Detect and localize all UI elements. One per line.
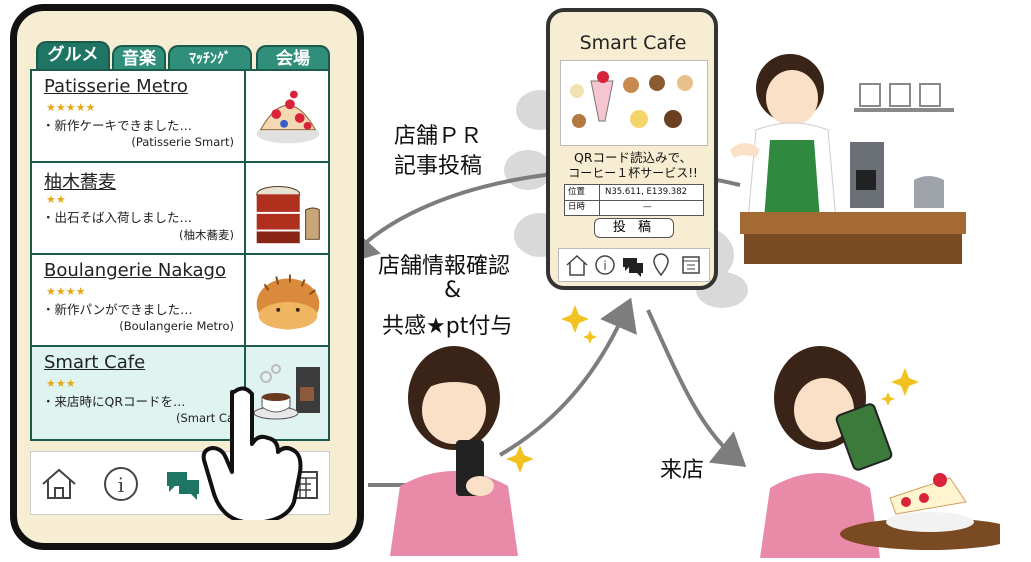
list-item[interactable]: Boulangerie Nakago ★★★★ ・新作パンができました… (Bo… — [32, 255, 328, 347]
table-key: 位置 — [568, 187, 586, 197]
dessert-menu-image — [560, 60, 708, 146]
label-shop-info-check: 店舗情報確認 — [378, 254, 511, 279]
label-shop-pr: 店舗ＰＲ — [394, 124, 483, 149]
rating-stars: ★★★★★ — [46, 101, 96, 114]
list-item-body: ・新作ケーキできました… — [42, 118, 193, 133]
category-tabs: グルメ 音楽 ﾏｯﾁﾝｸﾞ 会場 — [30, 41, 342, 71]
promo-message-line1: QRコード読込みで、 — [573, 150, 693, 165]
post-button[interactable]: 投 稿 — [594, 218, 674, 238]
news-feed-screen: グルメ 音楽 ﾏｯﾁﾝｸﾞ 会場 Patisserie Metro ★★★★★ … — [30, 41, 342, 539]
rating-stars: ★★★ — [46, 377, 76, 390]
tab-matching[interactable]: ﾏｯﾁﾝｸﾞ — [168, 45, 252, 71]
list-item-title: Patisserie Metro — [44, 76, 188, 97]
calendar-icon[interactable] — [682, 256, 700, 274]
info-icon[interactable]: i — [595, 255, 615, 275]
list-item-source: (Boulangerie Metro) — [119, 319, 234, 333]
arrow-user-to-shop — [498, 297, 637, 457]
table-row: 位置 N35.611, E139.382 — [565, 185, 703, 201]
coffee-image — [253, 364, 320, 420]
table-value: N35.611, E139.382 — [605, 187, 688, 197]
list-item-body: ・来店時にQRコードを… — [42, 394, 186, 409]
shop-post-phone: Smart Cafe QRコード読込みで、 コーヒー１杯サービス!! 位置 N3… — [546, 8, 718, 290]
chat-icon[interactable] — [623, 258, 643, 277]
list-item-source: (柚木蕎麦) — [179, 228, 234, 242]
shop-staff-illustration — [730, 54, 966, 264]
pointing-hand-icon — [201, 386, 303, 520]
list-item-text: Patisserie Metro ★★★★★ ・新作ケーキできました… (Pat… — [32, 71, 246, 161]
list-item-text: Boulangerie Nakago ★★★★ ・新作パンができました… (Bo… — [32, 255, 246, 345]
pin-icon[interactable] — [653, 253, 669, 277]
list-item[interactable]: Patisserie Metro ★★★★★ ・新作ケーキできました… (Pat… — [32, 71, 328, 163]
list-item-title: Smart Cafe — [44, 352, 146, 373]
location-table: 位置 N35.611, E139.382 日時 — — [564, 184, 704, 216]
rating-stars: ★★★★ — [46, 285, 86, 298]
label-article-post: 記事投稿 — [394, 154, 483, 179]
home-icon[interactable] — [566, 254, 588, 276]
tab-gourmet[interactable]: グルメ — [36, 41, 110, 71]
customer-at-cafe-illustration — [760, 346, 1000, 558]
table-value: — — [643, 202, 652, 212]
table-key: 日時 — [568, 202, 586, 212]
svg-text:i: i — [118, 473, 124, 497]
sparkle-icon — [506, 305, 919, 473]
list-item-title: 柚木蕎麦 — [44, 172, 116, 193]
list-item[interactable]: 柚木蕎麦 ★★ ・出石そば入荷しました… (柚木蕎麦) — [32, 163, 328, 255]
tab-venue[interactable]: 会場 — [256, 45, 330, 71]
rating-stars: ★★ — [46, 193, 66, 206]
list-item-body: ・新作パンができました… — [42, 302, 193, 317]
soba-image — [256, 185, 320, 244]
chat-icon[interactable] — [163, 464, 203, 504]
tab-music[interactable]: 音楽 — [112, 45, 166, 71]
list-item-text: 柚木蕎麦 ★★ ・出石そば入荷しました… (柚木蕎麦) — [32, 163, 246, 253]
svg-text:i: i — [603, 259, 606, 273]
cake-image — [256, 90, 320, 144]
list-item-text: Smart Cafe ★★★ ・来店時にQRコードを… (Smart Ca — [32, 347, 246, 439]
shop-title: Smart Cafe — [579, 32, 687, 54]
table-row: 日時 — — [565, 200, 703, 215]
list-item-source: (Patisserie Smart) — [131, 135, 234, 149]
list-item-title: Boulangerie Nakago — [44, 260, 226, 281]
promo-message-line2: コーヒー１杯サービス!! — [568, 166, 698, 180]
article-list: Patisserie Metro ★★★★★ ・新作ケーキできました… (Pat… — [30, 69, 330, 441]
label-ampersand: & — [444, 278, 462, 303]
bread-image — [256, 274, 320, 330]
arrow-visit — [646, 309, 747, 468]
customer-with-phone-illustration — [390, 346, 518, 556]
list-item[interactable]: Smart Cafe ★★★ ・来店時にQRコードを… (Smart Ca — [32, 347, 328, 439]
bottom-nav: i — [558, 248, 710, 282]
label-visit: 来店 — [660, 458, 705, 483]
list-item-source: (Smart Ca — [175, 411, 234, 425]
label-empathy-points: 共感★pt付与 — [382, 314, 513, 339]
info-icon[interactable]: i — [101, 464, 141, 504]
home-icon[interactable] — [39, 464, 79, 504]
list-item-body: ・出石そば入荷しました… — [42, 210, 193, 225]
